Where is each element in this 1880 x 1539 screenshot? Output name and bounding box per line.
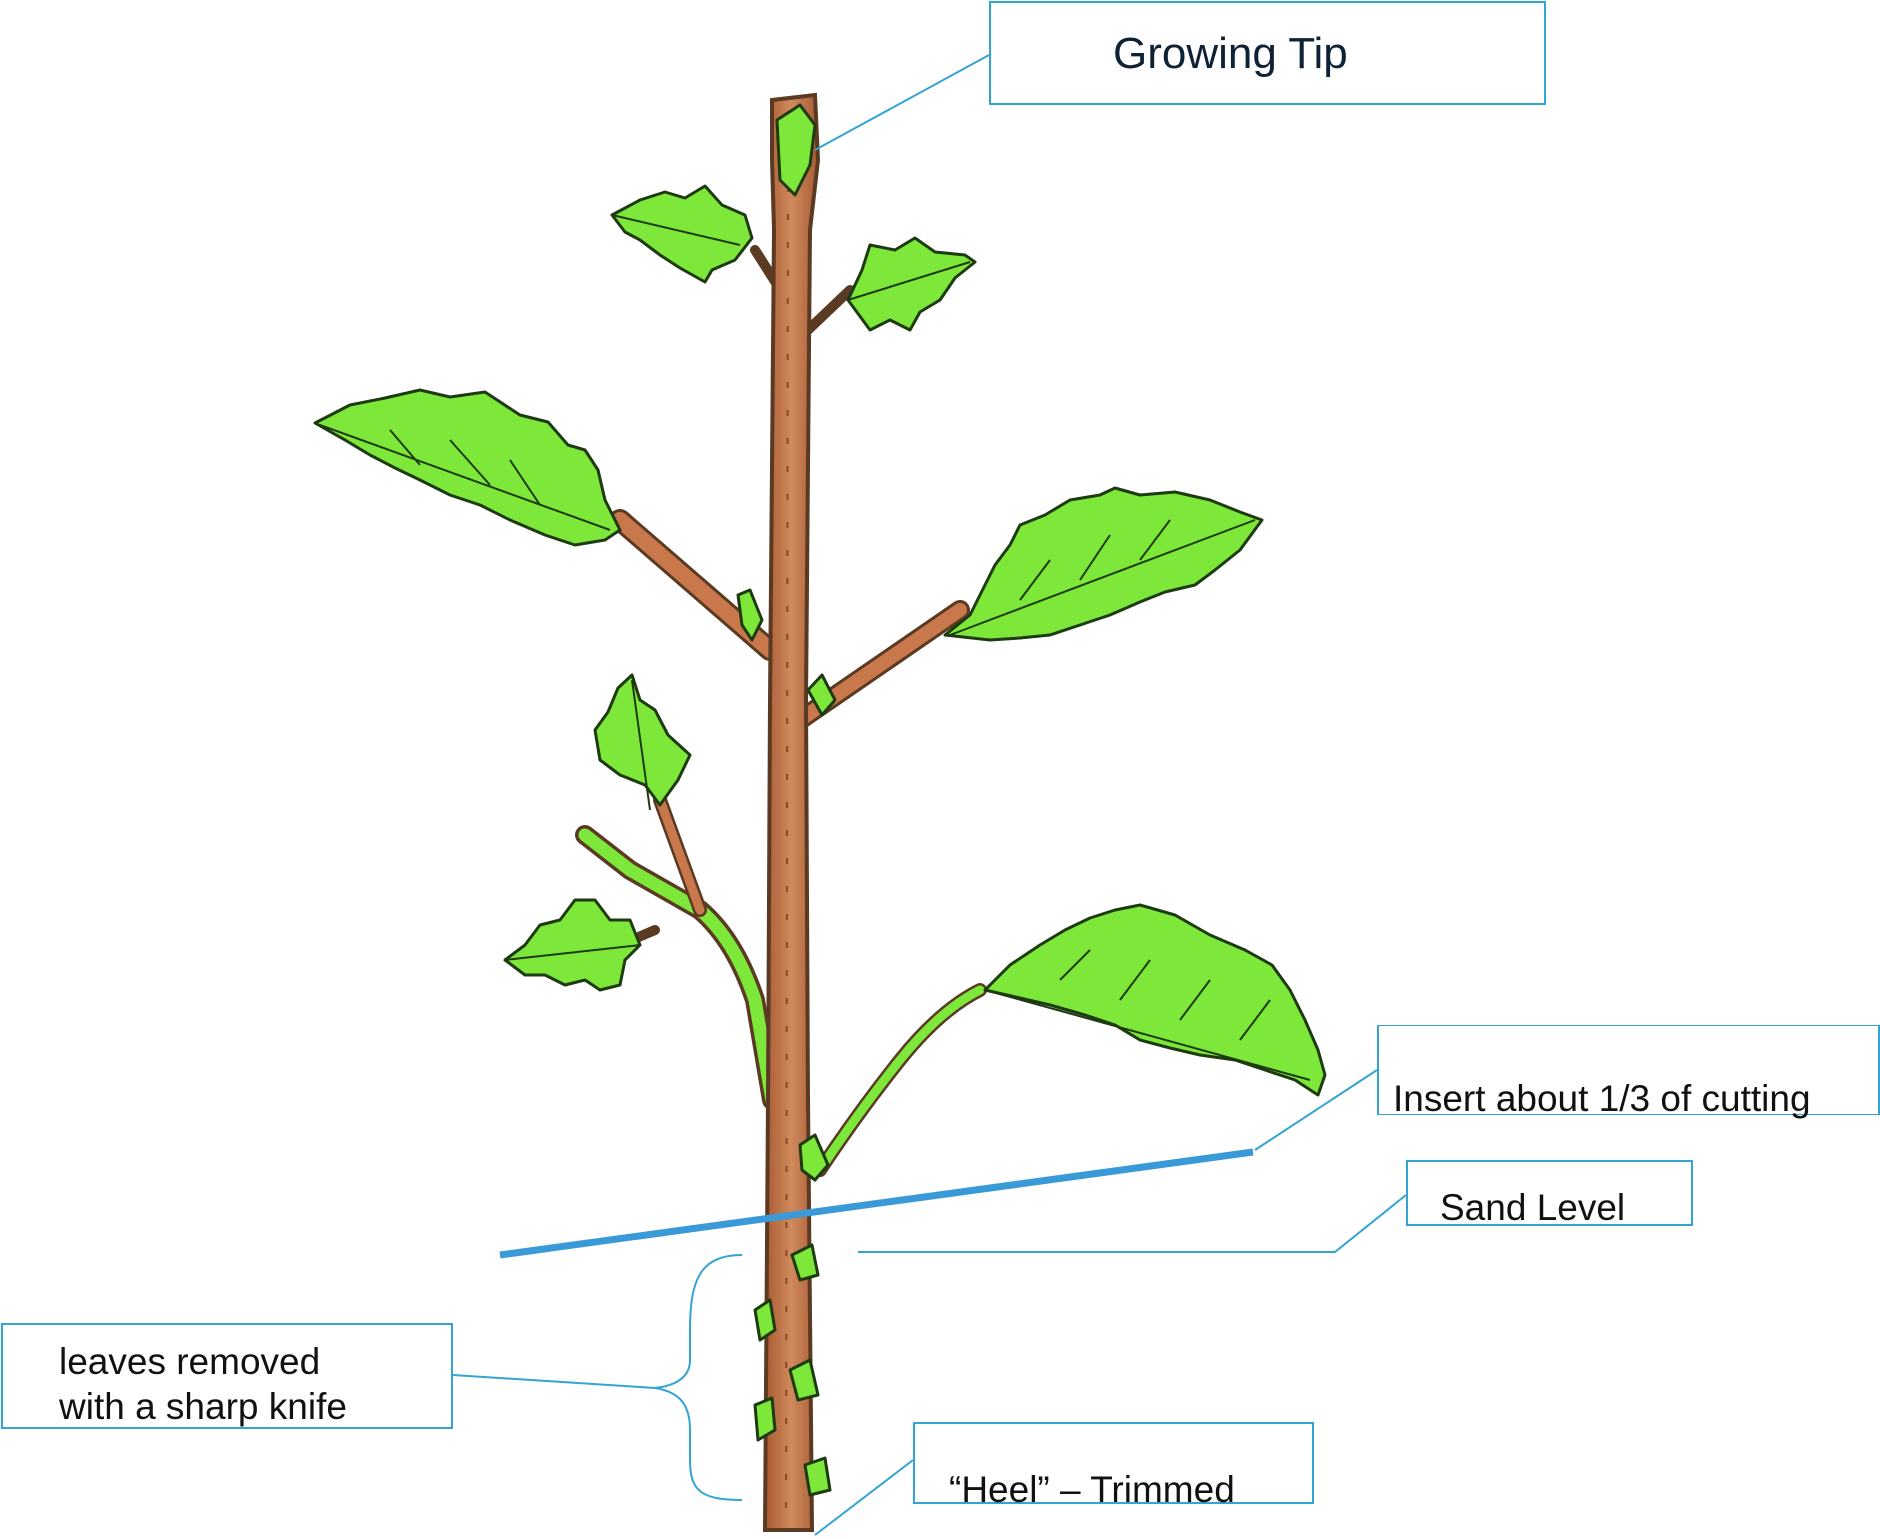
bud-stem-3 bbox=[788, 1358, 820, 1402]
bud-node-sand bbox=[798, 1133, 830, 1182]
callout-line-leaves-removed bbox=[452, 1374, 656, 1389]
bud-stem-1 bbox=[790, 1243, 820, 1282]
bud-node-right bbox=[806, 673, 837, 717]
sand-level-label: Sand Level bbox=[1440, 1187, 1626, 1228]
bud-stem-4 bbox=[753, 1396, 777, 1442]
callout-line-sand bbox=[858, 1194, 1407, 1253]
insert-callout: Insert about 1/3 of cutting bbox=[1377, 1025, 1880, 1119]
callout-line-growing-tip bbox=[814, 54, 990, 151]
callout-line-insert bbox=[1254, 1069, 1378, 1151]
leaf-large-right bbox=[943, 486, 1264, 642]
sand-level-callout: Sand Level bbox=[1406, 1160, 1693, 1228]
leaf-small-lower-left bbox=[503, 898, 642, 992]
leaf-top-left bbox=[610, 184, 754, 284]
leaf-small-upper-left bbox=[593, 673, 692, 807]
heel-callout: “Heel” – Trimmed bbox=[913, 1422, 1314, 1510]
callout-lines bbox=[452, 54, 1407, 1536]
branch-lower-right bbox=[813, 983, 987, 1177]
bud-node-upper bbox=[736, 588, 764, 642]
leaves-removed-label: leaves removed with a sharp knife bbox=[59, 1339, 347, 1429]
leaf-large-left bbox=[313, 388, 622, 547]
leaves-removed-brace bbox=[654, 1254, 743, 1501]
bud-stem-5 bbox=[803, 1456, 832, 1497]
growing-tip-label: Growing Tip bbox=[1113, 29, 1348, 78]
leaf-top-right bbox=[846, 236, 977, 332]
growing-tip-callout: Growing Tip bbox=[989, 1, 1546, 105]
sand-level-line bbox=[499, 1148, 1254, 1259]
leaf-growing-tip bbox=[775, 103, 817, 197]
leaves-removed-line-2: with a sharp knife bbox=[59, 1386, 347, 1427]
heel-label: “Heel” – Trimmed bbox=[949, 1469, 1235, 1510]
leaf-lower-right-large bbox=[983, 903, 1327, 1097]
insert-label: Insert about 1/3 of cutting bbox=[1393, 1078, 1811, 1119]
bud-stem-2 bbox=[753, 1298, 777, 1342]
leaves-removed-line-1: leaves removed bbox=[59, 1341, 321, 1382]
leaves-removed-callout: leaves removed with a sharp knife bbox=[1, 1323, 453, 1429]
leaves bbox=[313, 103, 1327, 1497]
callout-line-heel bbox=[814, 1459, 914, 1536]
